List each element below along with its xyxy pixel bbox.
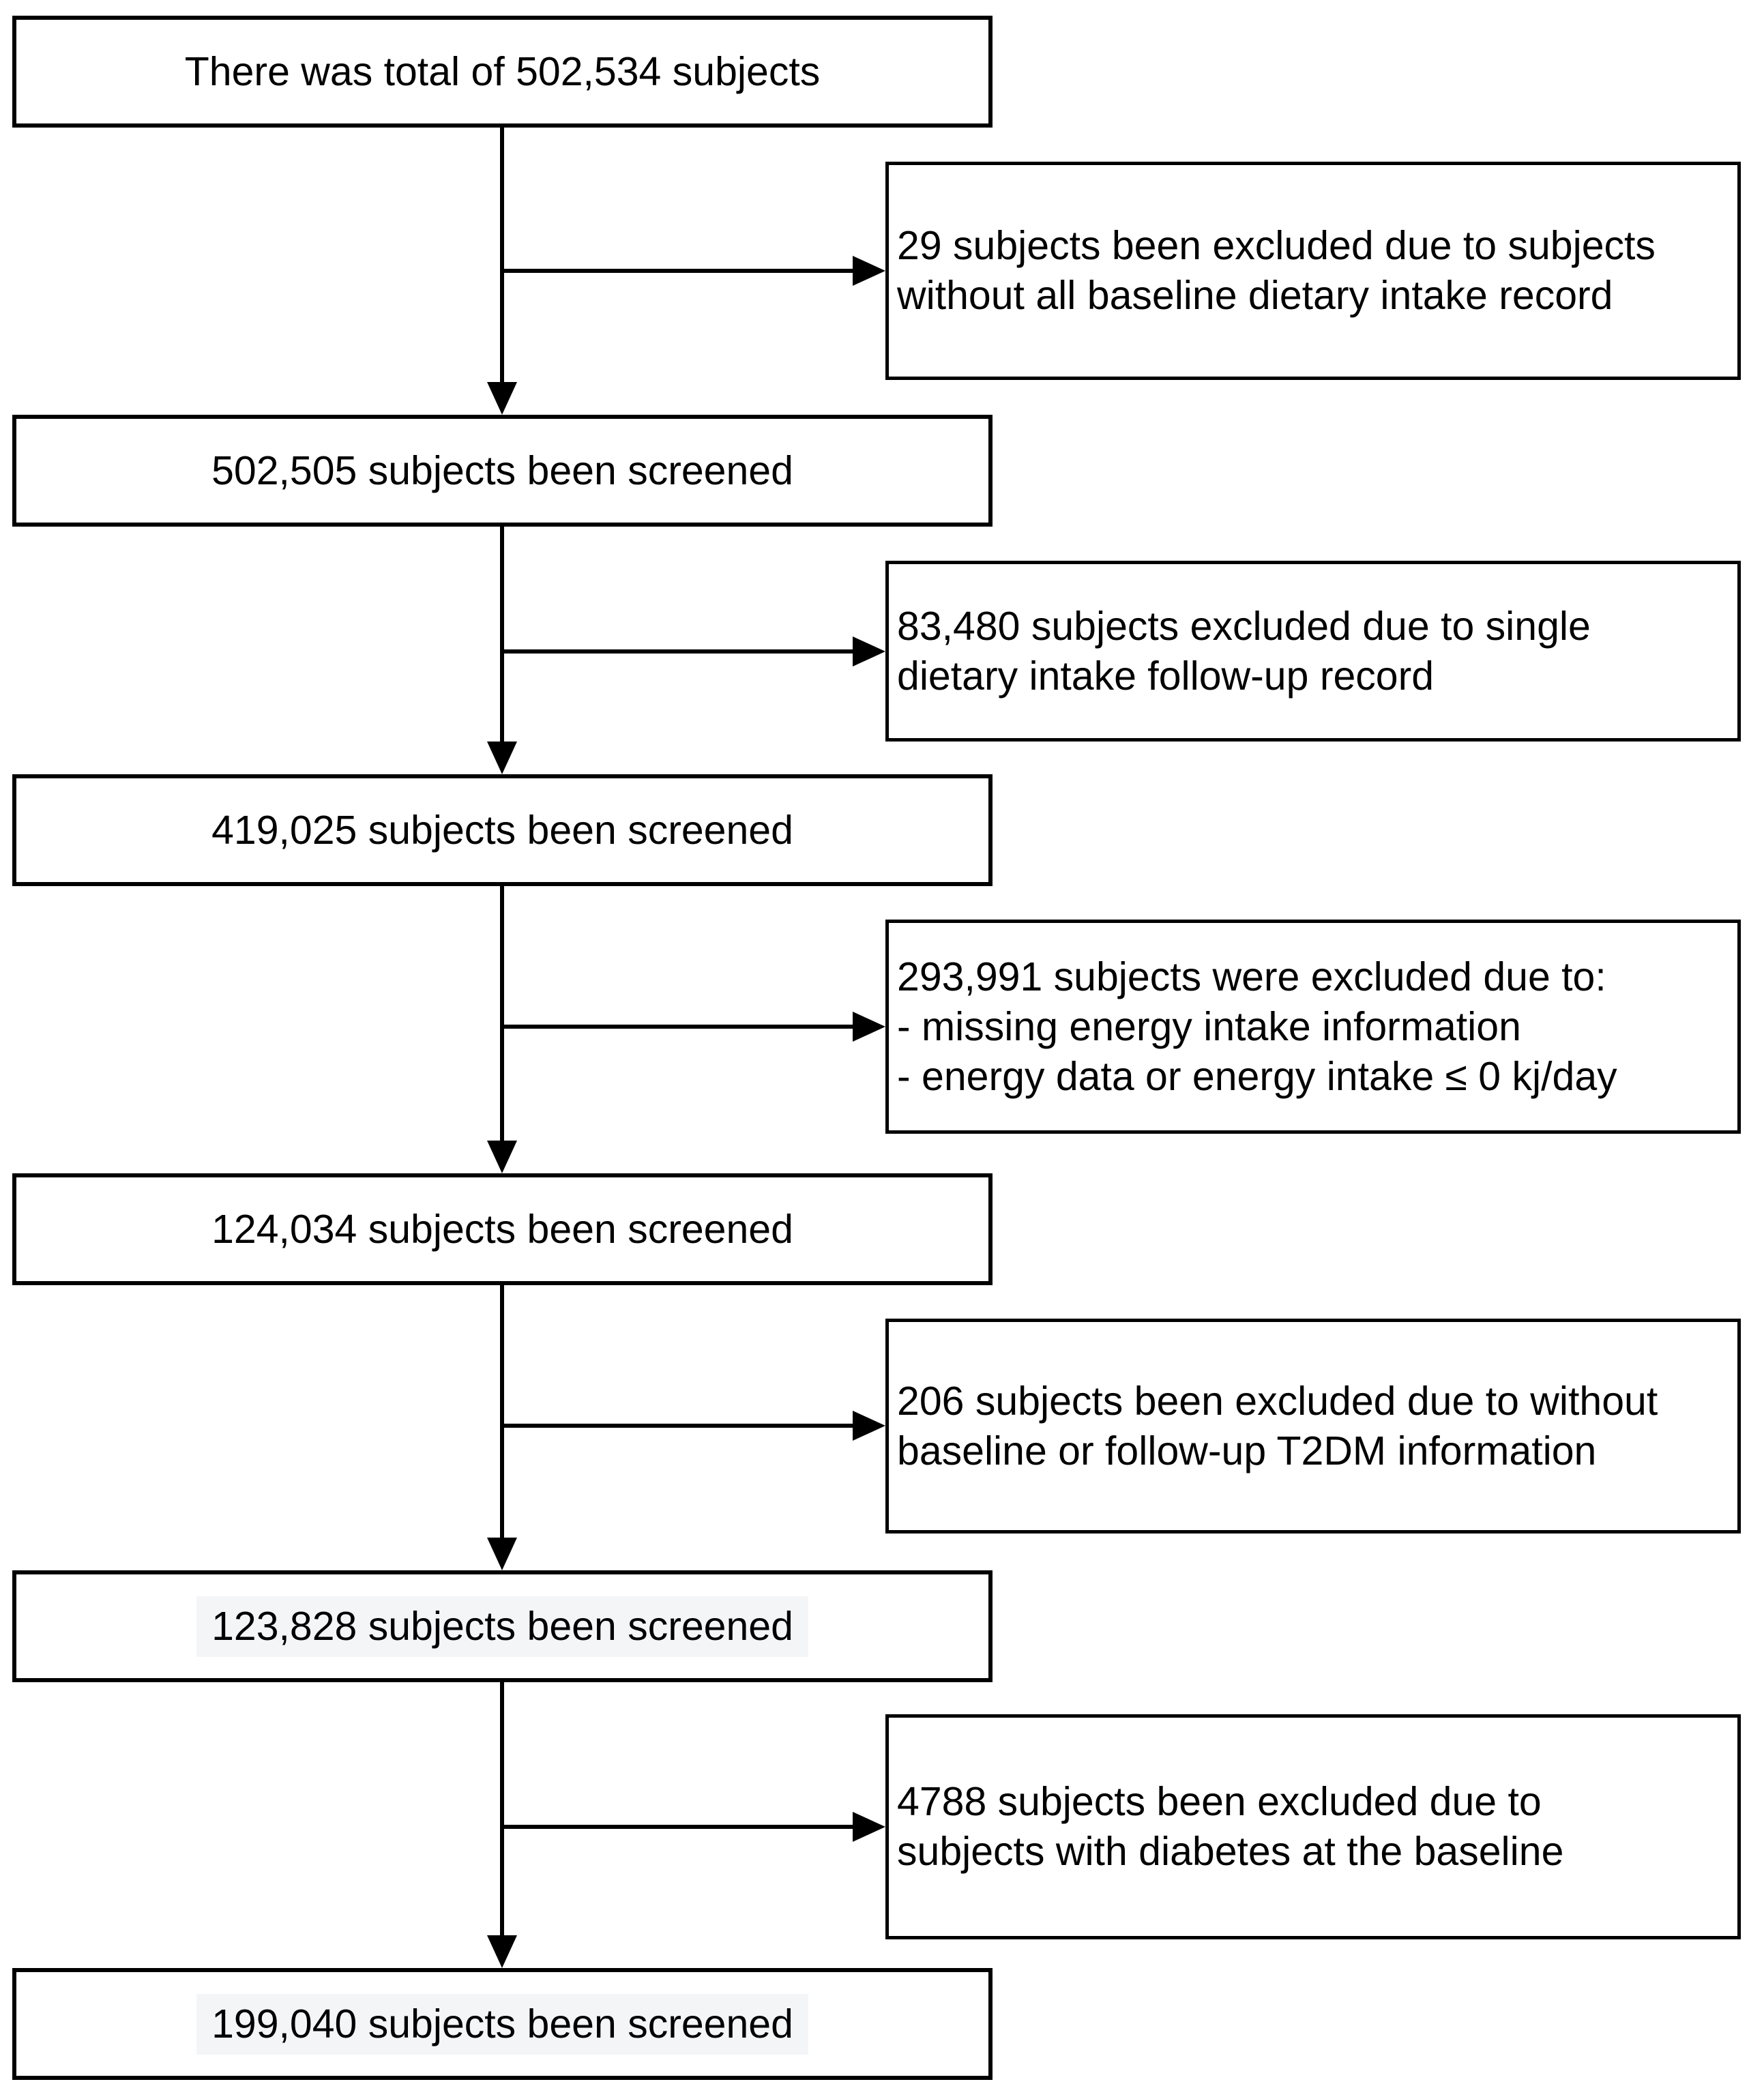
flow-box-screened-2-label: 419,025 subjects been screened	[211, 807, 793, 853]
flow-box-exclusion-5: 4788 subjects been excluded due to subje…	[885, 1714, 1741, 1939]
flow-box-screened-3: 124,034 subjects been screened	[12, 1173, 993, 1285]
flow-box-screened-3-label: 124,034 subjects been screened	[211, 1206, 793, 1252]
exclusion-3-line-3: - energy data or energy intake ≤ 0 kj/da…	[897, 1053, 1617, 1099]
arrow-right-icon-5	[853, 1812, 885, 1842]
arrow-down-icon-5	[487, 1935, 517, 1968]
arrow-right-icon-1	[853, 256, 885, 286]
exclusion-5-line-1: 4788 subjects been excluded due to	[897, 1779, 1542, 1824]
flow-box-total: There was total of 502,534 subjects	[12, 16, 993, 128]
flow-box-exclusion-1: 29 subjects been excluded due to subject…	[885, 162, 1741, 380]
exclusion-1-line-2: without all baseline dietary intake reco…	[897, 273, 1613, 318]
flow-box-screened-1: 502,505 subjects been screened	[12, 415, 993, 527]
arrow-right-icon-2	[853, 636, 885, 666]
connector-horizontal-3	[502, 1025, 853, 1029]
exclusion-2-line-2: dietary intake follow-up record	[897, 653, 1435, 699]
arrow-right-icon-4	[853, 1411, 885, 1441]
connector-horizontal-4	[502, 1424, 853, 1428]
connector-vertical-2	[500, 527, 504, 742]
flow-box-screened-1-label: 502,505 subjects been screened	[211, 447, 793, 493]
exclusion-3-line-1: 293,991 subjects were excluded due to:	[897, 954, 1606, 999]
flow-box-exclusion-3: 293,991 subjects were excluded due to: -…	[885, 920, 1741, 1134]
exclusion-5-line-2: subjects with diabetes at the baseline	[897, 1829, 1564, 1874]
connector-horizontal-5	[502, 1825, 853, 1829]
flow-box-screened-4: 123,828 subjects been screened	[12, 1570, 993, 1682]
flow-box-exclusion-4: 206 subjects been excluded due to withou…	[885, 1319, 1741, 1533]
flow-box-screened-5-label: 199,040 subjects been screened	[196, 1993, 808, 2055]
connector-vertical-4	[500, 1285, 504, 1538]
flow-box-screened-2: 419,025 subjects been screened	[12, 774, 993, 886]
exclusion-1-line-1: 29 subjects been excluded due to subject…	[897, 223, 1656, 268]
flow-box-total-label: There was total of 502,534 subjects	[184, 48, 821, 94]
exclusion-4-line-1: 206 subjects been excluded due to withou…	[897, 1378, 1658, 1424]
exclusion-3-line-2: - missing energy intake information	[897, 1003, 1521, 1049]
exclusion-4-line-2: baseline or follow-up T2DM information	[897, 1428, 1597, 1473]
arrow-down-icon-3	[487, 1141, 517, 1173]
flow-box-screened-4-label: 123,828 subjects been screened	[196, 1596, 808, 1657]
connector-horizontal-1	[502, 269, 853, 273]
exclusion-2-line-1: 83,480 subjects excluded due to single	[897, 603, 1591, 649]
flow-box-exclusion-2: 83,480 subjects excluded due to single d…	[885, 561, 1741, 742]
connector-vertical-1	[500, 128, 504, 382]
arrow-down-icon-4	[487, 1538, 517, 1570]
arrow-right-icon-3	[853, 1012, 885, 1042]
connector-vertical-5	[500, 1682, 504, 1935]
flow-box-screened-5: 199,040 subjects been screened	[12, 1968, 993, 2080]
connector-horizontal-2	[502, 649, 853, 654]
arrow-down-icon-2	[487, 742, 517, 774]
connector-vertical-3	[500, 886, 504, 1141]
arrow-down-icon-1	[487, 382, 517, 415]
